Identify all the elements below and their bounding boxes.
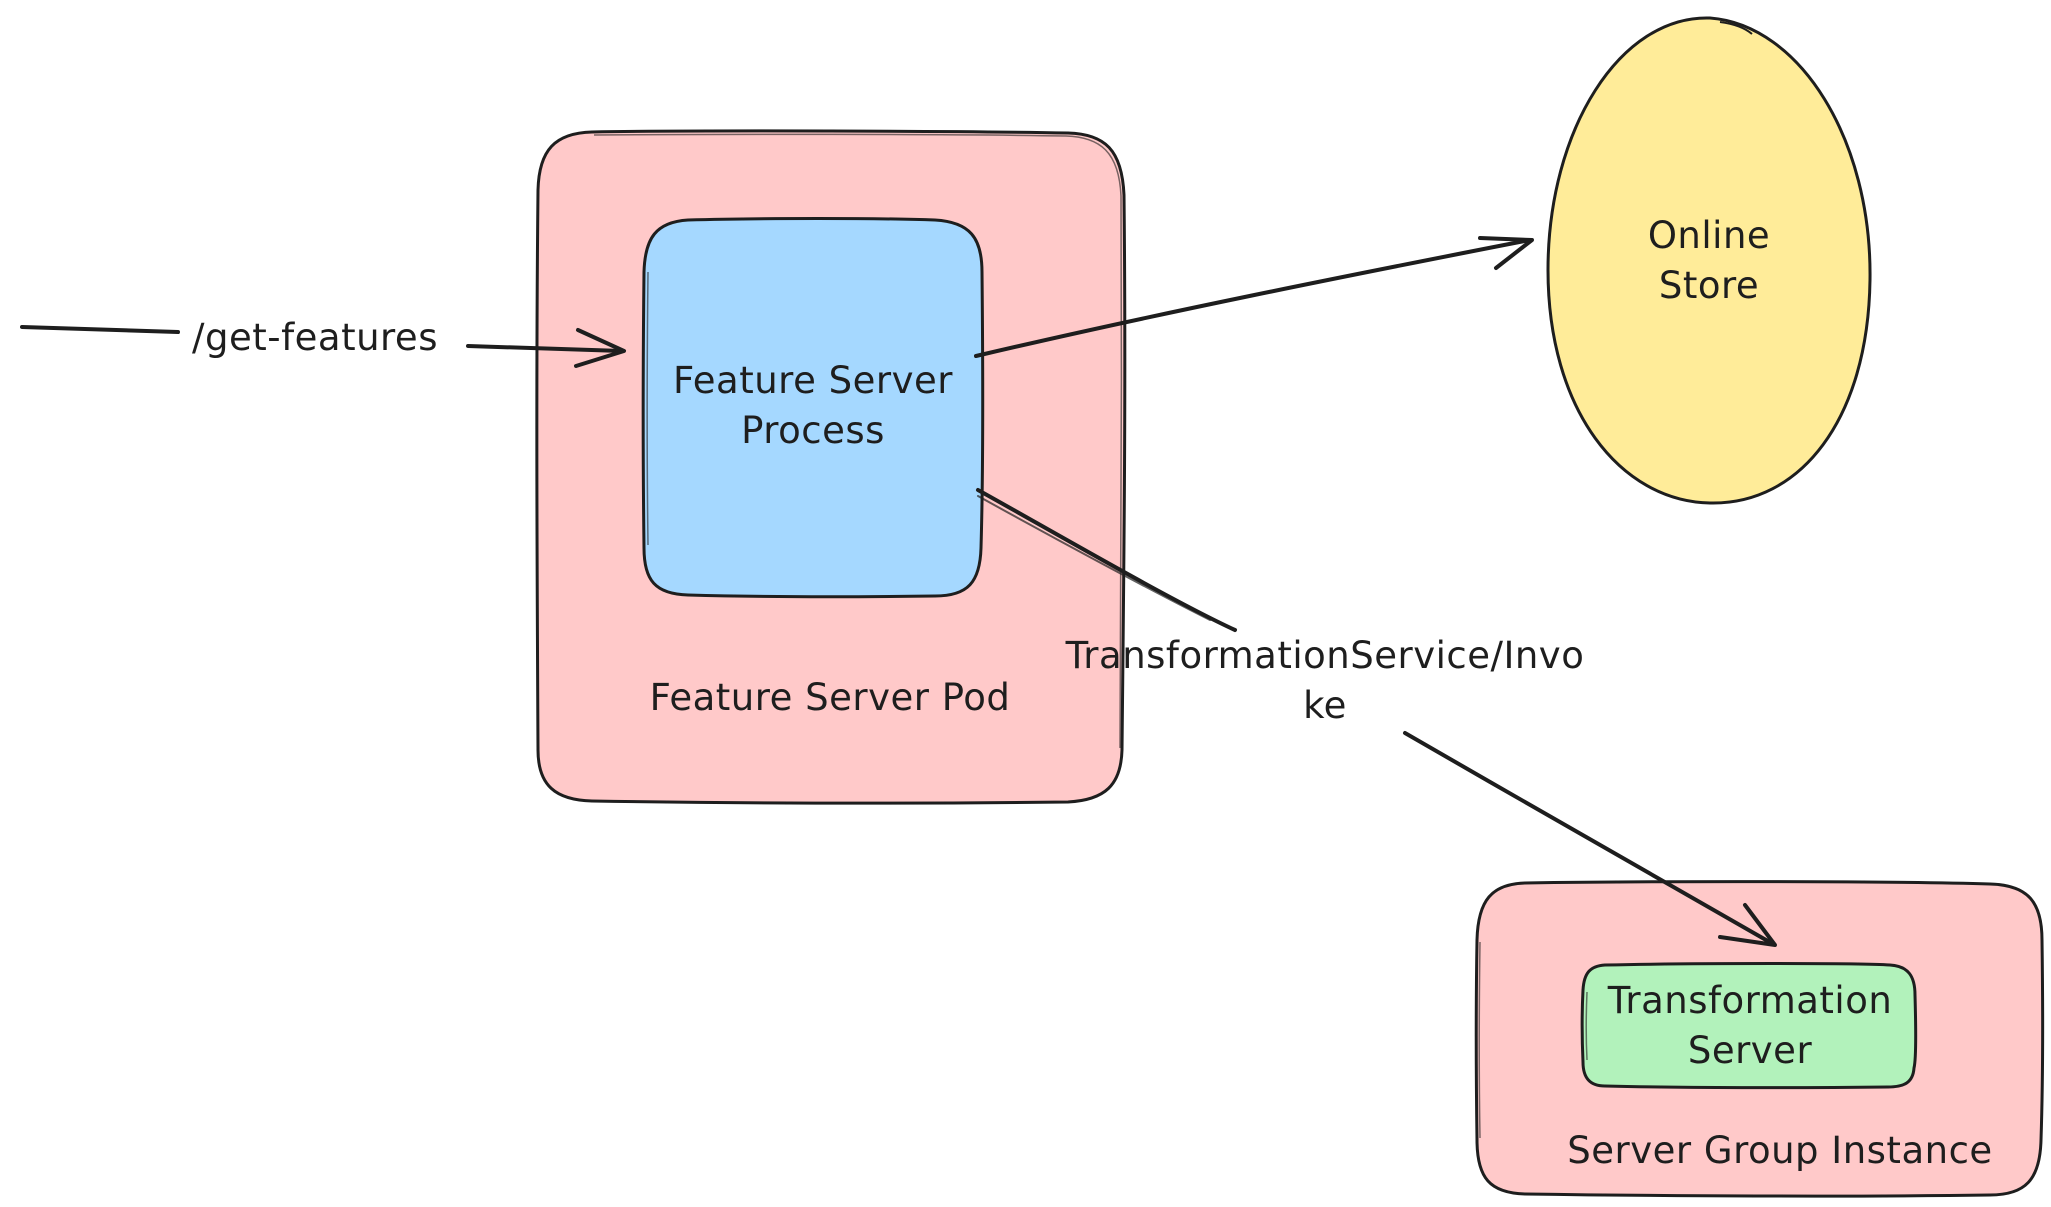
invoke-arrow[interactable]: TransformationService/Invo ke [976,488,1777,947]
transformation-server-label-line1: Transformation [1607,979,1893,1022]
transformation-server[interactable]: Transformation Server [1580,962,1918,1090]
online-store-arrow[interactable] [974,236,1534,358]
invoke-arrow-label-line1: TransformationService/Invo [1065,634,1585,677]
online-store[interactable]: Online Store [1546,16,1872,505]
online-store-label-line1: Online [1648,214,1770,257]
invoke-arrow-label-line2: ke [1303,684,1347,727]
feature-server-pod-label: Feature Server Pod [650,676,1011,719]
feature-server-process[interactable]: Feature Server Process [641,217,985,599]
feature-server-process-label-line1: Feature Server [673,359,953,402]
server-group-instance-label: Server Group Instance [1567,1129,1992,1172]
transformation-server-label-line2: Server [1688,1029,1813,1072]
online-store-label-line2: Store [1659,264,1759,307]
get-features-arrow[interactable]: /get-features [20,316,626,368]
get-features-arrow-label: /get-features [192,316,438,359]
feature-server-process-label-line2: Process [741,409,885,452]
